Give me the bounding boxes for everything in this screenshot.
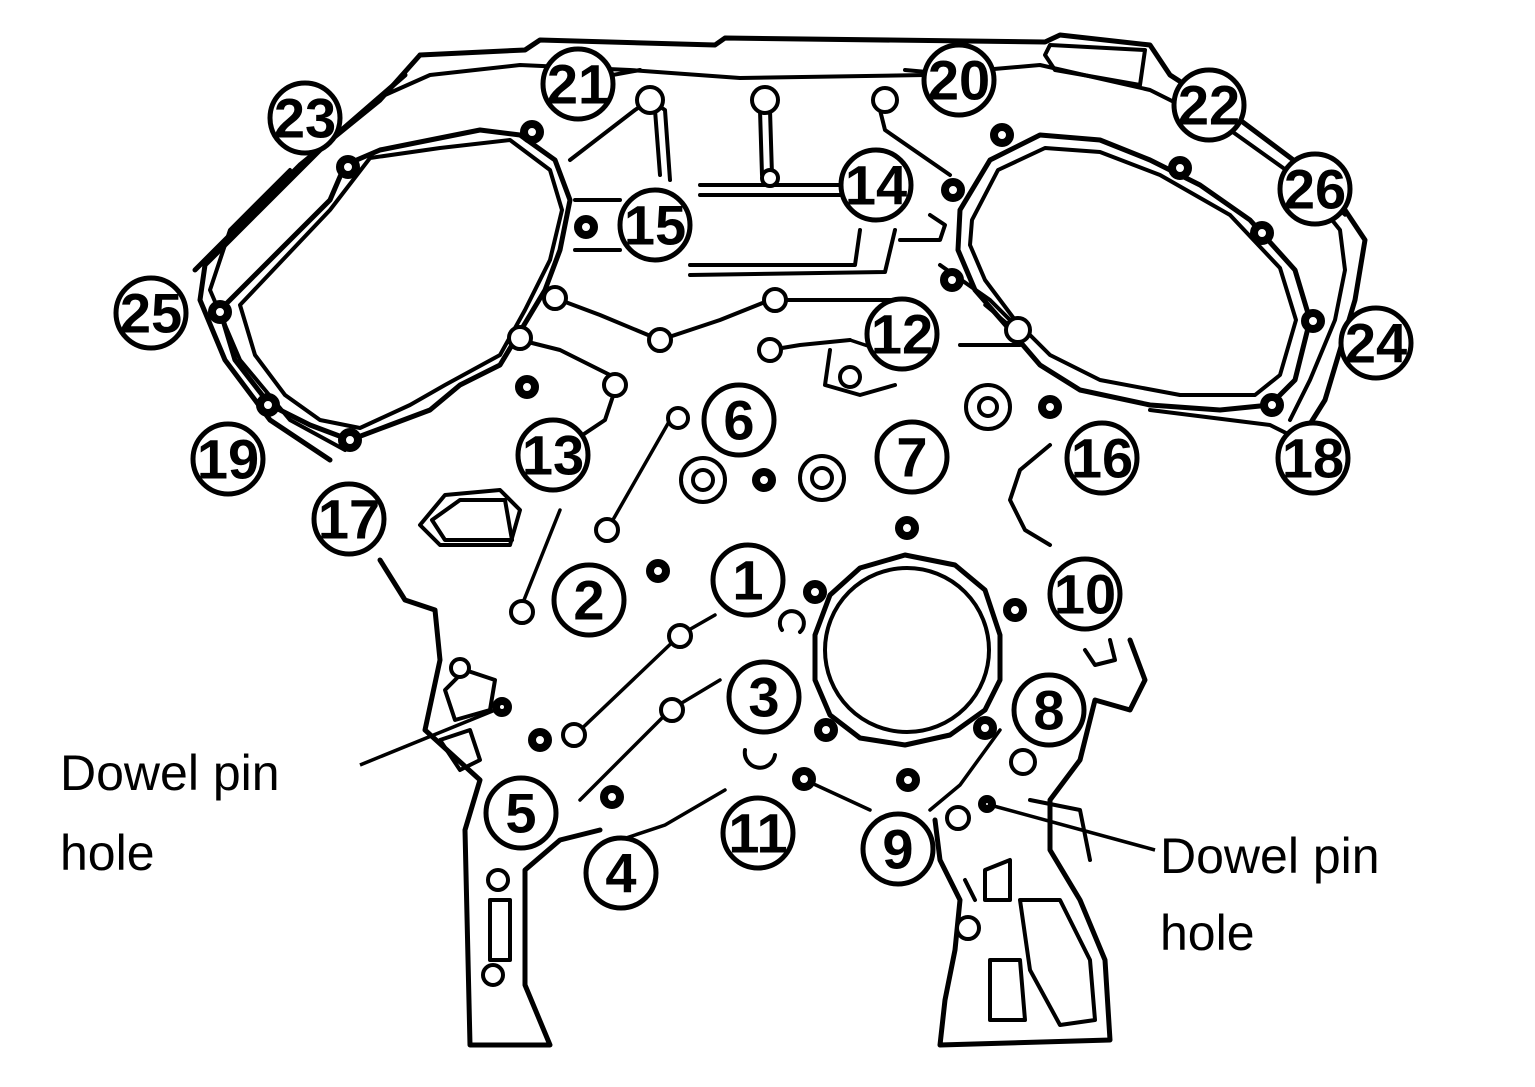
callout-20: 20	[921, 42, 997, 118]
callout-2: 2	[551, 562, 627, 638]
callout-10-label: 10	[1054, 563, 1116, 626]
callout-3-label: 3	[748, 666, 779, 729]
left-opening	[217, 127, 573, 443]
callout-23: 23	[267, 80, 343, 156]
callout-19-label: 19	[197, 428, 259, 491]
callout-16-label: 16	[1071, 427, 1133, 490]
callout-1: 1	[710, 542, 786, 618]
callout-22-label: 22	[1178, 74, 1240, 137]
callout-8-label: 8	[1033, 679, 1064, 742]
dowel-right-label-line1: Dowel pin	[1160, 828, 1380, 884]
dowel-left-label-line2: hole	[60, 825, 155, 881]
callout-8: 8	[1011, 672, 1087, 748]
dowel-left-leader	[359, 706, 501, 767]
callout-17-label: 17	[318, 488, 380, 551]
callout-20-label: 20	[928, 49, 990, 112]
callout-10: 10	[1047, 556, 1123, 632]
callout-17: 17	[311, 481, 387, 557]
callout-15-label: 15	[624, 194, 686, 257]
callout-7-label: 7	[896, 426, 927, 489]
callout-18: 18	[1275, 420, 1351, 496]
callout-26: 26	[1277, 151, 1353, 227]
callout-12: 12	[864, 296, 940, 372]
center-ribs	[418, 98, 1302, 1027]
callout-7: 7	[874, 419, 950, 495]
callout-9-label: 9	[882, 818, 913, 881]
callout-24-label: 24	[1345, 312, 1407, 375]
dowel-pin-hole-left	[492, 697, 512, 717]
callout-21-label: 21	[547, 53, 609, 116]
callout-6: 6	[701, 382, 777, 458]
callout-1-label: 1	[732, 549, 763, 612]
callout-22: 22	[1171, 67, 1247, 143]
bolt-holes	[208, 120, 1325, 813]
callout-25-label: 25	[120, 282, 182, 345]
callout-4-label: 4	[605, 842, 636, 905]
callout-26-label: 26	[1284, 158, 1346, 221]
dowel-left-label-line1: Dowel pin	[60, 745, 280, 801]
right-opening	[955, 132, 1313, 413]
callout-21: 21	[540, 46, 616, 122]
callout-15: 15	[617, 187, 693, 263]
callout-25: 25	[113, 275, 189, 351]
callout-13: 13	[515, 417, 591, 493]
callout-12-label: 12	[871, 303, 933, 366]
dowel-right-label-line2: hole	[1160, 905, 1255, 961]
callout-5: 5	[483, 775, 559, 851]
callout-24: 24	[1338, 305, 1414, 381]
callout-11: 11	[720, 795, 796, 871]
callout-5-label: 5	[505, 782, 536, 845]
callout-13-label: 13	[522, 424, 584, 487]
callout-14-label: 14	[845, 154, 907, 217]
callout-11-label: 11	[728, 802, 787, 865]
callout-14: 14	[838, 147, 914, 223]
callout-4: 4	[583, 835, 659, 911]
open-holes	[449, 85, 1037, 987]
callout-2-label: 2	[573, 569, 604, 632]
callout-19: 19	[190, 421, 266, 497]
callout-9: 9	[860, 811, 936, 887]
dowel-right-leader	[989, 803, 1156, 852]
main-bore	[742, 552, 1003, 770]
callout-18-label: 18	[1282, 427, 1344, 490]
callout-3: 3	[726, 659, 802, 735]
callout-23-label: 23	[274, 87, 336, 150]
callout-16: 16	[1064, 420, 1140, 496]
callout-6-label: 6	[723, 389, 754, 452]
